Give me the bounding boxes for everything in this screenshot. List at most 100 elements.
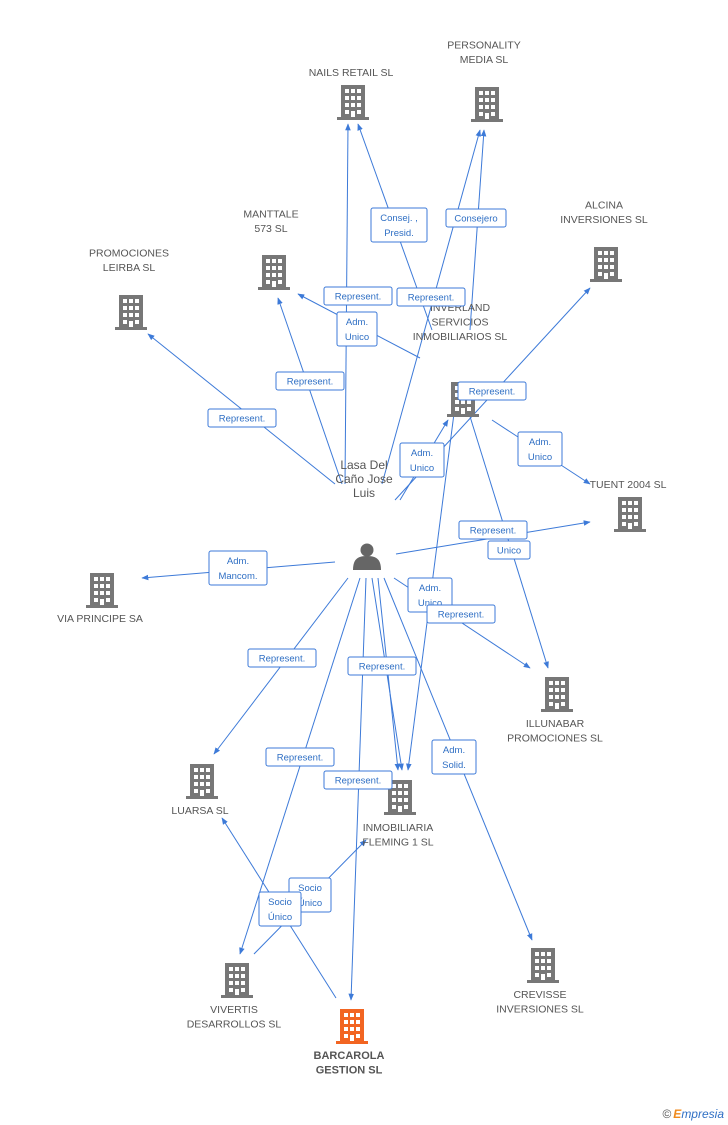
- relation-label-text: Mancom.: [218, 571, 257, 582]
- copyright-icon: ©: [662, 1107, 672, 1121]
- company-node-crevisse[interactable]: CREVISSE INVERSIONES SL: [496, 948, 584, 1016]
- relation-label-e8: Represent.: [457, 381, 527, 401]
- building-icon: [336, 1009, 368, 1044]
- relation-label-text: Socio: [268, 897, 292, 908]
- building-icon: [258, 255, 290, 290]
- building-icon: [541, 677, 573, 712]
- relation-label-e9: Adm.Unico: [517, 431, 563, 467]
- company-node-manttale[interactable]: MANTTALE 573 SL: [243, 209, 299, 291]
- node-label-line: FLEMING 1 SL: [362, 837, 433, 849]
- node-label-line: VIA PRINCIPE SA: [57, 613, 143, 625]
- relation-label-e2: Consejero: [445, 208, 507, 228]
- company-node-barcarola[interactable]: BARCAROLA GESTION SL: [314, 1009, 385, 1077]
- relation-label-e1: Consej. , Presid.: [370, 207, 428, 243]
- company-node-nails[interactable]: NAILS RETAIL SL: [309, 67, 394, 120]
- relation-label-e6: Represent.: [275, 371, 345, 391]
- node-label-line: SERVICIOS: [432, 317, 489, 329]
- relation-label-text: Adm.: [346, 317, 368, 328]
- node-label-line: Luis: [353, 486, 375, 500]
- company-node-luarsa[interactable]: LUARSA SL: [171, 764, 229, 817]
- relation-label-e16: Represent.: [247, 648, 317, 668]
- relation-label-e20: Represent.: [323, 770, 393, 790]
- relation-edge: [469, 129, 487, 331]
- relation-label-text: Represent.: [335, 292, 381, 303]
- person-icon: [353, 543, 381, 570]
- company-node-fleming[interactable]: INMOBILIARIA FLEMING 1 SL: [362, 780, 434, 849]
- relation-label-text: Solid.: [442, 760, 466, 771]
- relation-label-text: Adm.: [411, 448, 433, 459]
- relation-label-text: Consejero: [454, 214, 497, 225]
- relation-label-text: Unico: [345, 332, 369, 343]
- company-node-illunabar[interactable]: ILLUNABAR PROMOCIONES SL: [507, 677, 603, 745]
- relation-label-e5: Adm. Unico: [336, 311, 378, 347]
- relation-label-e10: Adm.Unico: [399, 442, 445, 478]
- node-label-line: PERSONALITY: [447, 40, 521, 52]
- relation-label-e14: Adm.Unico: [407, 577, 453, 613]
- node-label-line: LEIRBA SL: [103, 262, 156, 274]
- relation-label-text: Represent.: [359, 662, 405, 673]
- node-label-line: INMOBILIARIA: [363, 822, 434, 834]
- node-label-line: 573 SL: [254, 223, 287, 235]
- relation-label-text: Único: [268, 912, 292, 923]
- node-label-line: PROMOCIONES: [89, 248, 169, 260]
- relation-label-text: Presid.: [384, 228, 414, 239]
- node-label-line: MEDIA SL: [460, 54, 509, 66]
- company-node-personality[interactable]: PERSONALITY MEDIA SL: [447, 40, 521, 123]
- relation-label-text: Represent.: [470, 526, 516, 537]
- relation-label-e19: Represent.: [265, 747, 335, 767]
- relation-label-text: Adm.: [443, 745, 465, 756]
- node-label-line: INMOBILIARIOS SL: [413, 331, 508, 343]
- relation-label-e12: Unico: [487, 540, 531, 560]
- relation-label-text: Adm.: [227, 556, 249, 567]
- relation-label-text: Unico: [497, 546, 521, 557]
- relation-label-text: Represent.: [335, 776, 381, 787]
- company-node-via[interactable]: VIA PRINCIPE SA: [57, 573, 143, 625]
- relation-label-text: Represent.: [287, 377, 333, 388]
- relation-label-e15: Represent.: [426, 604, 496, 624]
- relation-label-e7: Represent.: [207, 408, 277, 428]
- relation-label-e17: Represent.: [347, 656, 417, 676]
- building-icon: [527, 948, 559, 983]
- company-node-tuent[interactable]: TUENT 2004 SL: [590, 479, 667, 532]
- node-label-line: VIVERTIS: [210, 1004, 258, 1016]
- building-icon: [186, 764, 218, 799]
- relation-label-e3: Represent.: [323, 286, 393, 306]
- company-node-vivertis[interactable]: VIVERTIS DESARROLLOS SL: [187, 963, 282, 1031]
- relation-label-text: Represent.: [408, 293, 454, 304]
- node-label-line: Caño Jose: [335, 472, 393, 486]
- node-label-line: GESTION SL: [316, 1065, 383, 1077]
- relation-label-text: Socio: [298, 883, 322, 894]
- building-icon: [221, 963, 253, 998]
- edge-labels: Consej. ,Presid.ConsejeroRepresent.Repre…: [207, 207, 563, 927]
- relation-edge: [277, 297, 343, 485]
- node-label-line: ILLUNABAR: [526, 718, 585, 730]
- relation-label-e18: Adm. Solid.: [431, 739, 477, 775]
- company-node-leirba[interactable]: PROMOCIONES LEIRBA SL: [89, 248, 169, 331]
- node-label-line: NAILS RETAIL SL: [309, 67, 394, 79]
- node-label-line: DESARROLLOS SL: [187, 1019, 282, 1031]
- node-label-line: CREVISSE: [513, 989, 566, 1001]
- relation-label-text: Unico: [418, 598, 442, 609]
- node-label-line: LUARSA SL: [171, 805, 228, 817]
- node-label-line: PROMOCIONES SL: [507, 733, 603, 745]
- relation-label-text: Represent.: [219, 414, 265, 425]
- building-icon: [614, 497, 646, 532]
- node-label-line: TUENT 2004 SL: [590, 479, 667, 491]
- relation-label-text: Unico: [528, 452, 552, 463]
- node-label-line: BARCAROLA: [314, 1050, 385, 1062]
- relation-label-e4: Represent.: [396, 287, 466, 307]
- node-label-line: MANTTALE: [243, 209, 298, 221]
- relation-label-text: Represent.: [259, 654, 305, 665]
- relation-label-e11: Represent.: [458, 520, 528, 540]
- relation-label-text: Represent.: [469, 387, 515, 398]
- node-label-line: INVERSIONES SL: [496, 1004, 584, 1016]
- building-icon: [86, 573, 118, 608]
- relation-label-text: Consej. ,: [380, 213, 418, 224]
- building-icon: [590, 247, 622, 282]
